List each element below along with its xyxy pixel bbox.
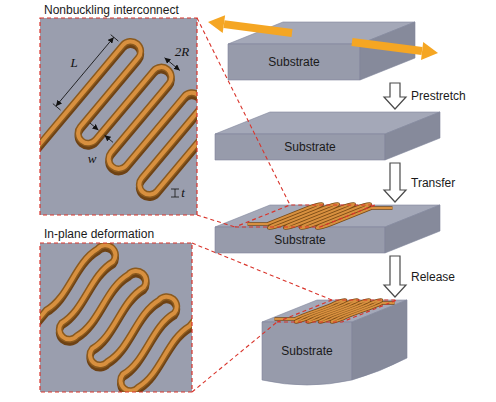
inset-panel: In-plane deformation: [40, 226, 192, 392]
dimension-arrow: [90, 123, 98, 130]
inset-panel: Nonbuckling interconnect: [40, 2, 197, 215]
zoom-region: [235, 205, 375, 227]
stretch-arrow-head: [208, 15, 225, 33]
panel-heading: Nonbuckling interconnect: [44, 3, 179, 17]
substrate-label: Substrate: [284, 140, 335, 154]
dimension-tick: [53, 104, 61, 110]
zoom-region: [277, 300, 397, 322]
serpentine-trace: [40, 18, 197, 215]
stretch-arrow-shaft: [352, 42, 422, 51]
substrate-side: [385, 205, 440, 253]
substrate-front: [228, 44, 360, 80]
trace-outline: [40, 18, 197, 215]
substrate-label: Substrate: [274, 233, 325, 247]
substrate-front: [215, 134, 385, 160]
trace-outline: [267, 300, 402, 322]
stretch-arrow-shaft: [224, 24, 292, 33]
dimension-label: L: [70, 56, 77, 70]
dimension-label: w: [88, 152, 97, 166]
stretch-arrow-head: [421, 42, 438, 60]
step-label: Transfer: [410, 176, 456, 190]
substrate-block: Substrate: [228, 22, 415, 80]
zoom-leader: [197, 18, 290, 205]
zoom-leader: [197, 215, 235, 227]
deformed-group: [40, 243, 192, 392]
deformed-trace: [267, 300, 402, 322]
dimension-label: 2R: [175, 45, 189, 59]
zoom-leader: [192, 243, 332, 300]
dimension-label: t: [181, 186, 185, 200]
substrate-side: [385, 112, 440, 160]
substrate-block: Substrate: [215, 112, 440, 160]
dimension-arrow: [105, 135, 113, 142]
dimension-line: [175, 189, 176, 197]
zoom-leader: [192, 322, 277, 392]
dimension-tick: [111, 35, 119, 41]
step-label: Prestretch: [410, 89, 467, 103]
substrate-front: [262, 322, 352, 385]
serpentine-on-substrate: [233, 204, 403, 228]
substrate-front: [215, 227, 385, 253]
process-arrow: [384, 163, 406, 202]
deformed-trace: [40, 243, 192, 392]
dimension-line: [56, 37, 114, 106]
substrate-block: Substrate: [215, 205, 440, 253]
substrate-label: Substrate: [281, 344, 332, 358]
panel-heading: In-plane deformation: [44, 227, 154, 241]
dimension-line: [165, 58, 180, 71]
process-arrow: [384, 83, 406, 109]
trace-outline: [40, 243, 192, 392]
substrate-label: Substrate: [268, 55, 319, 69]
serpentine-group: [40, 18, 197, 215]
deformed-on-substrate: [267, 300, 402, 322]
zoom-frame: [40, 18, 197, 215]
process-arrow: [384, 256, 406, 297]
zoom-frame: [40, 243, 192, 392]
step-label: Release: [410, 270, 456, 284]
substrate-block: Substrate: [262, 300, 407, 388]
